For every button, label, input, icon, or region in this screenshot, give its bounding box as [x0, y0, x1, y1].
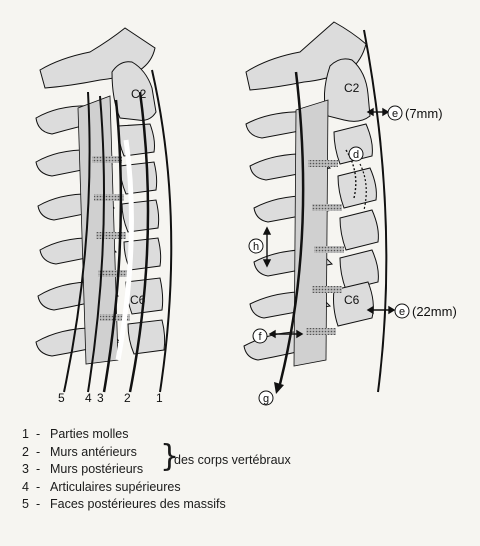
legend-text-1: Parties molles	[50, 427, 129, 441]
left-label-c6: C6	[130, 293, 146, 307]
legend-item-4: 4-Articulaires supérieures	[22, 479, 181, 494]
legend-text-2: Murs antérieurs	[50, 444, 137, 459]
legend-item-3: 3-Murs postérieurs	[22, 462, 144, 476]
line-g	[278, 71, 305, 385]
line-1-soft-tissue	[151, 69, 173, 393]
svg-text:e: e	[392, 108, 398, 120]
right-disc-spaces	[306, 160, 344, 335]
marker-e-top-value: (7mm)	[405, 106, 443, 121]
line-5-posterior-mass	[63, 91, 91, 393]
line-number-1: 1	[156, 391, 163, 405]
line-2-anterior-wall	[128, 91, 150, 393]
legend-text-3: Murs postérieurs	[50, 462, 144, 476]
line-number-4: 4	[85, 391, 92, 405]
marker-g: g	[258, 390, 274, 406]
marker-e-bottom-value: (22mm)	[412, 304, 457, 319]
marker-h: h	[248, 238, 264, 254]
svg-text:h: h	[253, 241, 259, 253]
marker-d: d	[348, 146, 364, 162]
legend-item-2: 2-Murs antérieurs	[22, 444, 137, 459]
line-g-arrowhead	[274, 382, 284, 394]
legend-item-1: 1-Parties molles	[22, 427, 129, 441]
measure-arrows	[262, 107, 396, 339]
right-soft-tissue-line	[363, 29, 388, 393]
line-number-3: 3	[97, 391, 104, 405]
svg-text:e: e	[399, 306, 405, 318]
svg-text:f: f	[258, 331, 262, 343]
left-reference-lines	[63, 69, 173, 393]
legend-text-4: Articulaires supérieures	[50, 479, 181, 494]
legend: 1-Parties molles 2-Murs antérieurs 3-Mur…	[22, 426, 462, 514]
line-3-posterior-wall	[102, 99, 123, 393]
marker-e-bottom: e (22mm)	[394, 303, 457, 319]
marker-e-top: e (7mm)	[387, 105, 443, 121]
left-label-c2: C2	[131, 87, 147, 101]
right-posterior-elements	[243, 99, 334, 367]
legend-item-5: 5-Faces postérieures des massifs	[22, 497, 226, 511]
right-spine-diagram: C2 C6 e (7mm) e (22mm) d h f g	[243, 21, 457, 406]
left-spine-diagram: C2 C6 5 4 3 2 1	[35, 27, 173, 405]
legend-brace-text: des corps vertébraux	[174, 453, 291, 467]
legend-text-5: Faces postérieures des massifs	[50, 497, 226, 511]
d-dotted-fragment	[345, 149, 357, 199]
right-label-c6: C6	[344, 293, 360, 307]
line-number-5: 5	[58, 391, 65, 405]
line-number-2: 2	[124, 391, 131, 405]
right-vertebral-bodies	[333, 123, 379, 327]
line-4-superior-articular	[87, 95, 105, 393]
marker-f: f	[252, 328, 268, 344]
svg-text:g: g	[263, 393, 269, 405]
svg-text:d: d	[353, 149, 359, 161]
left-posterior-elements	[35, 95, 121, 365]
brace-icon: }	[160, 439, 180, 474]
right-label-c2: C2	[344, 81, 360, 95]
